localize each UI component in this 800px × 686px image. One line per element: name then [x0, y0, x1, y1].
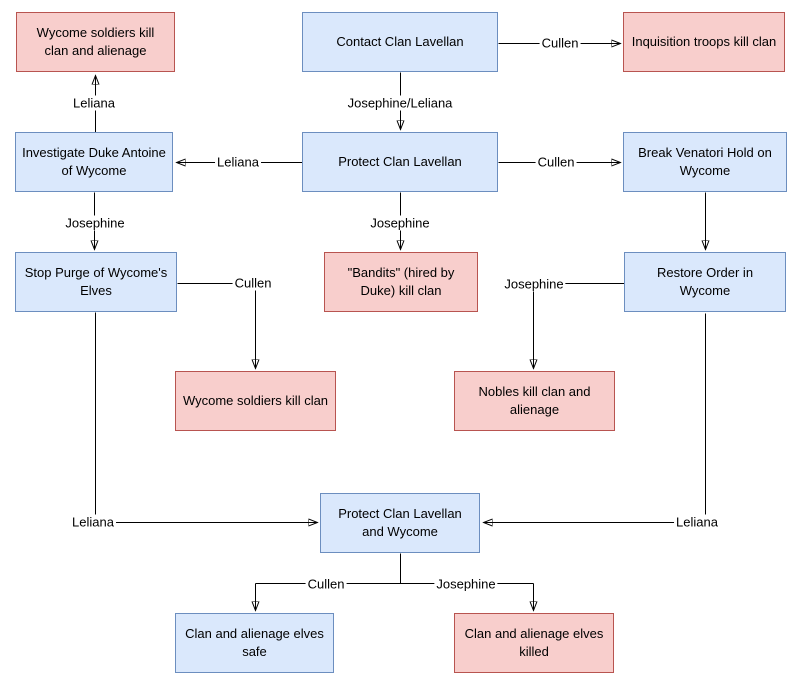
- node-inquisition-troops-kill-clan: Inquisition troops kill clan: [623, 12, 785, 72]
- node-clan-alienage-elves-killed: Clan and alienage elves killed: [454, 613, 614, 673]
- node-protect-clan-lavellan-and-wycome: Protect Clan Lavellan and Wycome: [320, 493, 480, 553]
- edge-stop-purge-to-wycome-soldiers: [177, 283, 256, 369]
- node-label: Clan and alienage elves killed: [464, 625, 604, 659]
- node-label: Protect Clan Lavellan: [338, 153, 462, 169]
- edge-label-cullen-wycome-soldiers: Cullen: [232, 275, 274, 291]
- edge-label-leliana-wycome-soldiers: Leliana: [71, 95, 117, 111]
- edge-restore-to-nobles: [534, 283, 625, 369]
- node-stop-purge-wycomes-elves: Stop Purge of Wycome's Elves: [15, 252, 177, 312]
- node-nobles-kill-clan-and-alienage: Nobles kill clan and alienage: [454, 371, 615, 431]
- edge-label-leliana-left: Leliana: [70, 514, 116, 530]
- node-label: Protect Clan Lavellan and Wycome: [338, 505, 462, 539]
- node-break-venatori-hold: Break Venatori Hold on Wycome: [623, 132, 787, 192]
- edge-label-cullen-contact: Cullen: [539, 35, 581, 51]
- node-clan-alienage-elves-safe: Clan and alienage elves safe: [175, 613, 334, 673]
- node-label: "Bandits" (hired by Duke) kill clan: [347, 264, 455, 298]
- node-wycome-soldiers-kill-clan-and-alienage: Wycome soldiers kill clan and alienage: [16, 12, 175, 72]
- node-investigate-duke-antoine: Investigate Duke Antoine of Wycome: [15, 132, 173, 192]
- node-label: Wycome soldiers kill clan and alienage: [36, 24, 155, 58]
- edge-label-cullen-elves-safe: Cullen: [305, 576, 347, 592]
- node-label: Break Venatori Hold on Wycome: [638, 144, 772, 178]
- node-restore-order-wycome: Restore Order in Wycome: [624, 252, 786, 312]
- node-label: Nobles kill clan and alienage: [478, 383, 591, 417]
- node-label: Inquisition troops kill clan: [631, 33, 777, 49]
- node-label: Investigate Duke Antoine of Wycome: [22, 144, 166, 178]
- edge-label-leliana-right: Leliana: [674, 514, 720, 530]
- node-label: Wycome soldiers kill clan: [182, 392, 329, 408]
- node-label: Contact Clan Lavellan: [336, 33, 464, 49]
- node-label: Restore Order in Wycome: [656, 264, 754, 298]
- node-label: Clan and alienage elves safe: [185, 625, 324, 659]
- node-label: Stop Purge of Wycome's Elves: [24, 264, 168, 298]
- edge-label-cullen-break-venatori: Cullen: [535, 154, 577, 170]
- node-protect-clan-lavellan: Protect Clan Lavellan: [302, 132, 498, 192]
- node-wycome-soldiers-kill-clan: Wycome soldiers kill clan: [175, 371, 336, 431]
- edge-label-josephine-leliana: Josephine/Leliana: [345, 95, 455, 111]
- edge-label-leliana-investigate: Leliana: [215, 154, 261, 170]
- edge-label-josephine-nobles: Josephine: [502, 276, 566, 292]
- edge-label-josephine-stop-purge: Josephine: [63, 215, 127, 231]
- node-bandits-kill-clan: "Bandits" (hired by Duke) kill clan: [324, 252, 478, 312]
- node-contact-clan-lavellan: Contact Clan Lavellan: [302, 12, 498, 72]
- edge-label-josephine-bandits: Josephine: [368, 215, 432, 231]
- edge-label-josephine-elves-killed: Josephine: [434, 576, 498, 592]
